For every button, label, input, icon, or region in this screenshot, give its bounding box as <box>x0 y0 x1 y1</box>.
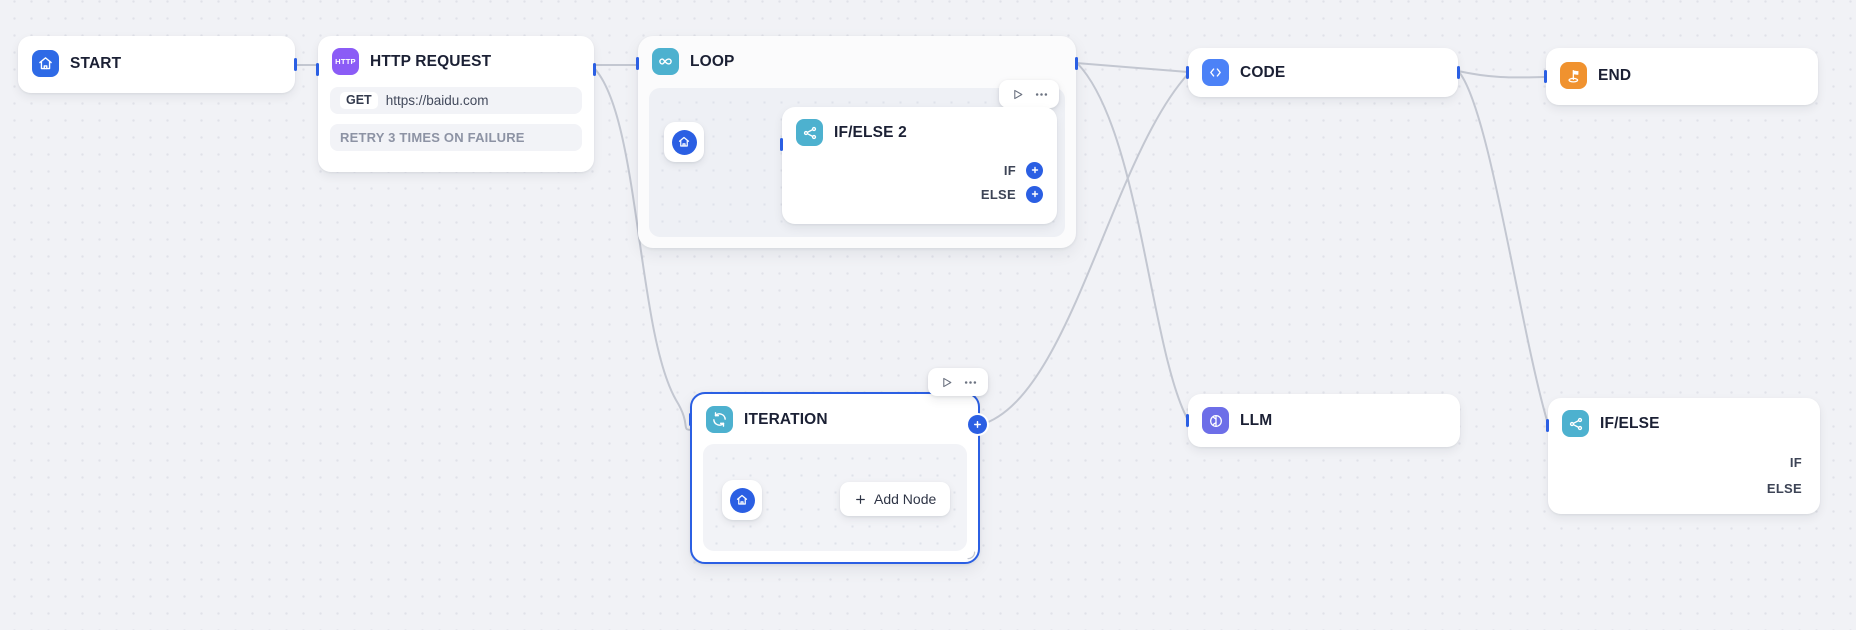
handle-llm-in[interactable] <box>1186 413 1189 427</box>
branch-row-if[interactable]: IF <box>1562 449 1802 475</box>
edge-code-ifelse <box>1458 71 1549 425</box>
iteration-start-chip[interactable] <box>722 480 762 520</box>
node-loop-header: LOOP <box>638 36 1076 85</box>
node-http-request[interactable]: HTTP HTTP REQUEST GET https://baidu.com … <box>316 36 596 172</box>
handle-loop-in[interactable] <box>636 56 639 70</box>
node-if-else-title: IF/ELSE <box>1600 414 1660 432</box>
home-icon <box>32 50 59 77</box>
branch-label-if: IF <box>1003 162 1016 178</box>
node-iteration-header: ITERATION <box>692 394 978 443</box>
node-if-else-header: IF/ELSE <box>1548 398 1820 449</box>
more-icon[interactable] <box>961 373 979 391</box>
node-end-title: END <box>1598 66 1632 84</box>
handle-code-in[interactable] <box>1186 66 1189 79</box>
http-url-value: https://baidu.com <box>385 93 489 108</box>
iteration-add-outgoing-button[interactable] <box>968 415 987 434</box>
resize-handle-bottom-right[interactable] <box>963 547 976 560</box>
branch-label-else: ELSE <box>980 186 1016 202</box>
play-icon[interactable] <box>1008 85 1026 103</box>
node-llm-title: LLM <box>1240 411 1273 429</box>
code-brackets-icon <box>1202 59 1229 86</box>
add-branch-if-button[interactable] <box>1026 161 1043 179</box>
node-code-header: CODE <box>1188 48 1458 98</box>
handle-end-in[interactable] <box>1544 69 1547 83</box>
home-icon <box>729 487 755 513</box>
node-if-else[interactable]: IF/ELSE IF ELSE <box>1546 398 1820 514</box>
home-icon <box>671 129 697 155</box>
loop-start-chip[interactable] <box>664 122 704 162</box>
edge-loop-llm <box>1077 63 1189 421</box>
handle-if-else-in[interactable] <box>1546 418 1549 432</box>
node-llm[interactable]: LLM <box>1186 394 1460 447</box>
node-end-header: END <box>1546 48 1818 101</box>
plus-icon <box>854 493 867 506</box>
node-llm-header: LLM <box>1188 394 1460 446</box>
node-http-title: HTTP REQUEST <box>370 52 492 70</box>
branch-icon <box>1562 410 1589 437</box>
handle-start-out[interactable] <box>294 58 297 71</box>
node-start-title: START <box>70 54 122 72</box>
node-if-else-2-title: IF/ELSE 2 <box>834 123 907 141</box>
node-loop-title: LOOP <box>690 52 735 70</box>
node-start[interactable]: START <box>18 36 297 93</box>
edge-loop-code <box>1075 62 1189 73</box>
more-icon[interactable] <box>1032 85 1050 103</box>
branch-row-if[interactable]: IF <box>796 158 1043 182</box>
branch-label-if: IF <box>1789 454 1802 470</box>
http-retry-label: RETRY 3 TIMES ON FAILURE <box>340 130 525 145</box>
play-icon[interactable] <box>937 373 955 391</box>
http-icon: HTTP <box>332 48 359 75</box>
handle-code-out[interactable] <box>1457 66 1460 79</box>
node-start-header: START <box>18 36 295 89</box>
http-retry-row[interactable]: RETRY 3 TIMES ON FAILURE <box>330 124 582 151</box>
branch-row-else[interactable]: ELSE <box>1562 475 1802 501</box>
http-url-row[interactable]: GET https://baidu.com <box>330 87 582 114</box>
branch-label-else: ELSE <box>1766 480 1802 496</box>
refresh-cycle-icon <box>706 406 733 433</box>
handle-http-out[interactable] <box>593 62 596 76</box>
flag-goal-icon <box>1560 62 1587 89</box>
loop-toolbar[interactable] <box>999 80 1059 108</box>
node-iteration[interactable]: ITERATION <box>689 392 980 564</box>
iteration-toolbar[interactable] <box>928 368 988 396</box>
infinity-icon <box>652 48 679 75</box>
handle-iteration-in[interactable] <box>689 412 692 426</box>
handle-loop-out[interactable] <box>1075 56 1078 70</box>
node-code-title: CODE <box>1240 63 1286 81</box>
if-else-2-branches: IF ELSE <box>782 158 1057 216</box>
node-if-else-2[interactable]: IF/ELSE 2 IF ELSE <box>780 107 1057 224</box>
node-end[interactable]: END <box>1544 48 1818 105</box>
http-icon-label: HTTP <box>335 57 356 66</box>
add-branch-else-button[interactable] <box>1026 185 1043 203</box>
add-node-label: Add Node <box>874 491 937 507</box>
node-http-header: HTTP HTTP REQUEST <box>318 36 594 87</box>
branch-icon <box>796 119 823 146</box>
node-code[interactable]: CODE <box>1186 48 1460 98</box>
add-node-button[interactable]: Add Node <box>840 482 951 516</box>
brain-circle-icon <box>1202 407 1229 434</box>
handle-if-else-2-in[interactable] <box>780 137 783 151</box>
branch-row-else[interactable]: ELSE <box>796 182 1043 206</box>
node-iteration-title: ITERATION <box>744 410 828 428</box>
if-else-branches: IF ELSE <box>1548 449 1820 511</box>
edge-code-end <box>1457 70 1546 79</box>
node-if-else-2-header: IF/ELSE 2 <box>782 107 1057 158</box>
handle-http-in[interactable] <box>316 62 319 76</box>
http-method-badge: GET <box>340 91 378 110</box>
